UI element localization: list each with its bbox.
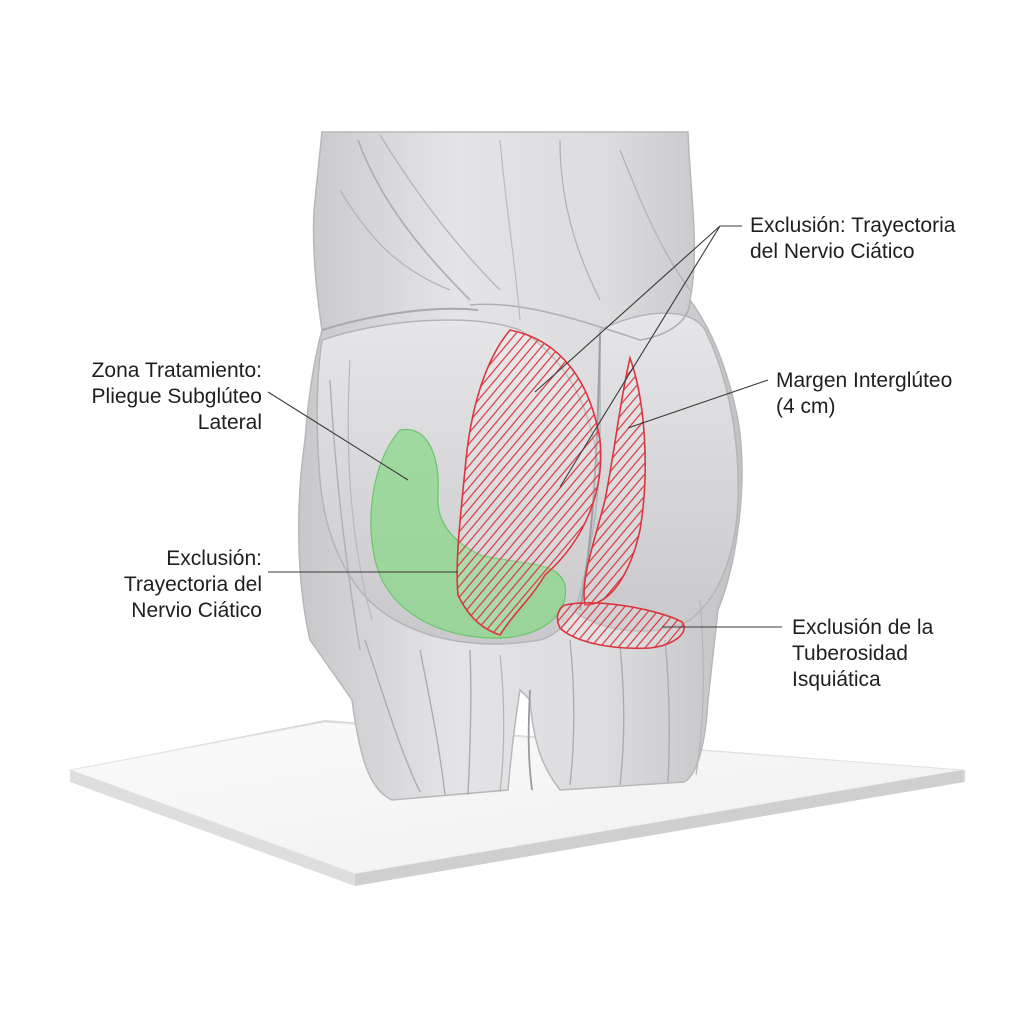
- zones: [370, 329, 685, 650]
- display-base: [68, 720, 965, 886]
- label-line: Exclusión: Trayectoria: [750, 214, 956, 237]
- label-line: Tuberosidad: [792, 642, 908, 665]
- leader-intergluteal: [627, 379, 769, 429]
- leader-sciatic-top-c: [559, 225, 721, 488]
- label-line: Exclusión de la: [792, 616, 934, 639]
- label-line: Nervio Ciático: [131, 599, 262, 622]
- label-intergluteal-margin: Margen Interglúteo (4 cm): [776, 368, 952, 420]
- leader-treatment: [267, 391, 409, 481]
- leader-lines: [267, 225, 782, 628]
- label-line: Trayectoria del: [123, 573, 262, 596]
- leader-sciatic-top-b: [534, 225, 721, 393]
- label-sciatic-nerve-top: Exclusión: Trayectoria del Nervio Ciátic…: [750, 213, 955, 265]
- label-sciatic-nerve-left: Exclusión: Trayectoria del Nervio Ciátic…: [60, 546, 262, 624]
- label-line: Pliegue Subglúteo: [91, 385, 262, 408]
- label-line: Isquiática: [792, 668, 881, 691]
- label-line: (4 cm): [776, 395, 836, 418]
- label-ischial-tuberosity: Exclusión de la Tuberosidad Isquiática: [792, 615, 933, 693]
- label-line: Lateral: [197, 411, 262, 434]
- exclusion-zone-sciatic-left: [456, 329, 602, 636]
- label-line: Zona Tratamiento:: [91, 359, 262, 382]
- label-line: Exclusión:: [166, 547, 262, 570]
- exclusion-zone-ischial-tuberosity: [556, 602, 685, 650]
- label-treatment-zone: Zona Tratamiento: Pliegue Subglúteo Late…: [40, 358, 262, 436]
- label-line: del Nervio Ciático: [750, 240, 915, 263]
- label-line: Margen Interglúteo: [776, 369, 953, 392]
